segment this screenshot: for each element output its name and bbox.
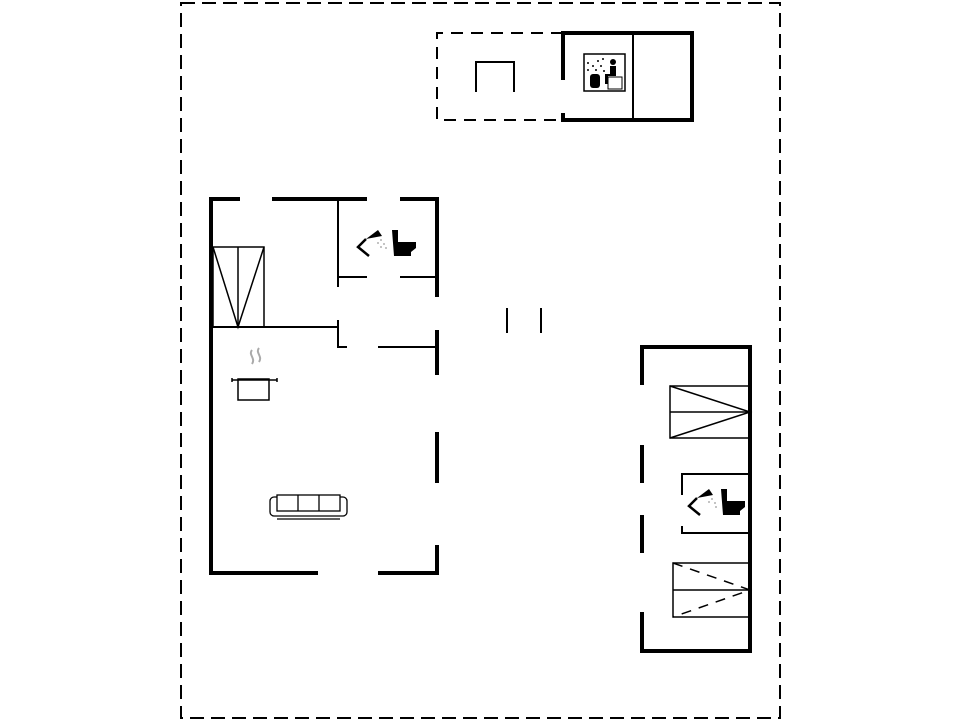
gate-posts (506, 308, 542, 333)
property-boundary (180, 2, 781, 719)
bathroom-walls (681, 473, 750, 534)
cooking-pot-icon (231, 347, 278, 401)
annex-bedrooms (640, 345, 753, 653)
shower-icon (356, 230, 387, 257)
annex-walls (561, 31, 694, 122)
toilet-icon (392, 230, 416, 256)
main-house (209, 197, 439, 575)
sauna-icon (583, 53, 626, 92)
annex-right-walls (640, 345, 752, 653)
toilet-icon (721, 489, 745, 515)
annex-sauna (436, 31, 694, 122)
shower-icon (687, 489, 717, 516)
exterior-walls (209, 197, 439, 575)
terrace-outline (436, 32, 563, 121)
bed-icon (672, 562, 753, 618)
sofa-icon (269, 494, 348, 520)
interior-walls (211, 199, 437, 348)
stairs-icon (212, 246, 265, 330)
bed-icon (669, 385, 753, 439)
grill-icon (475, 61, 515, 92)
